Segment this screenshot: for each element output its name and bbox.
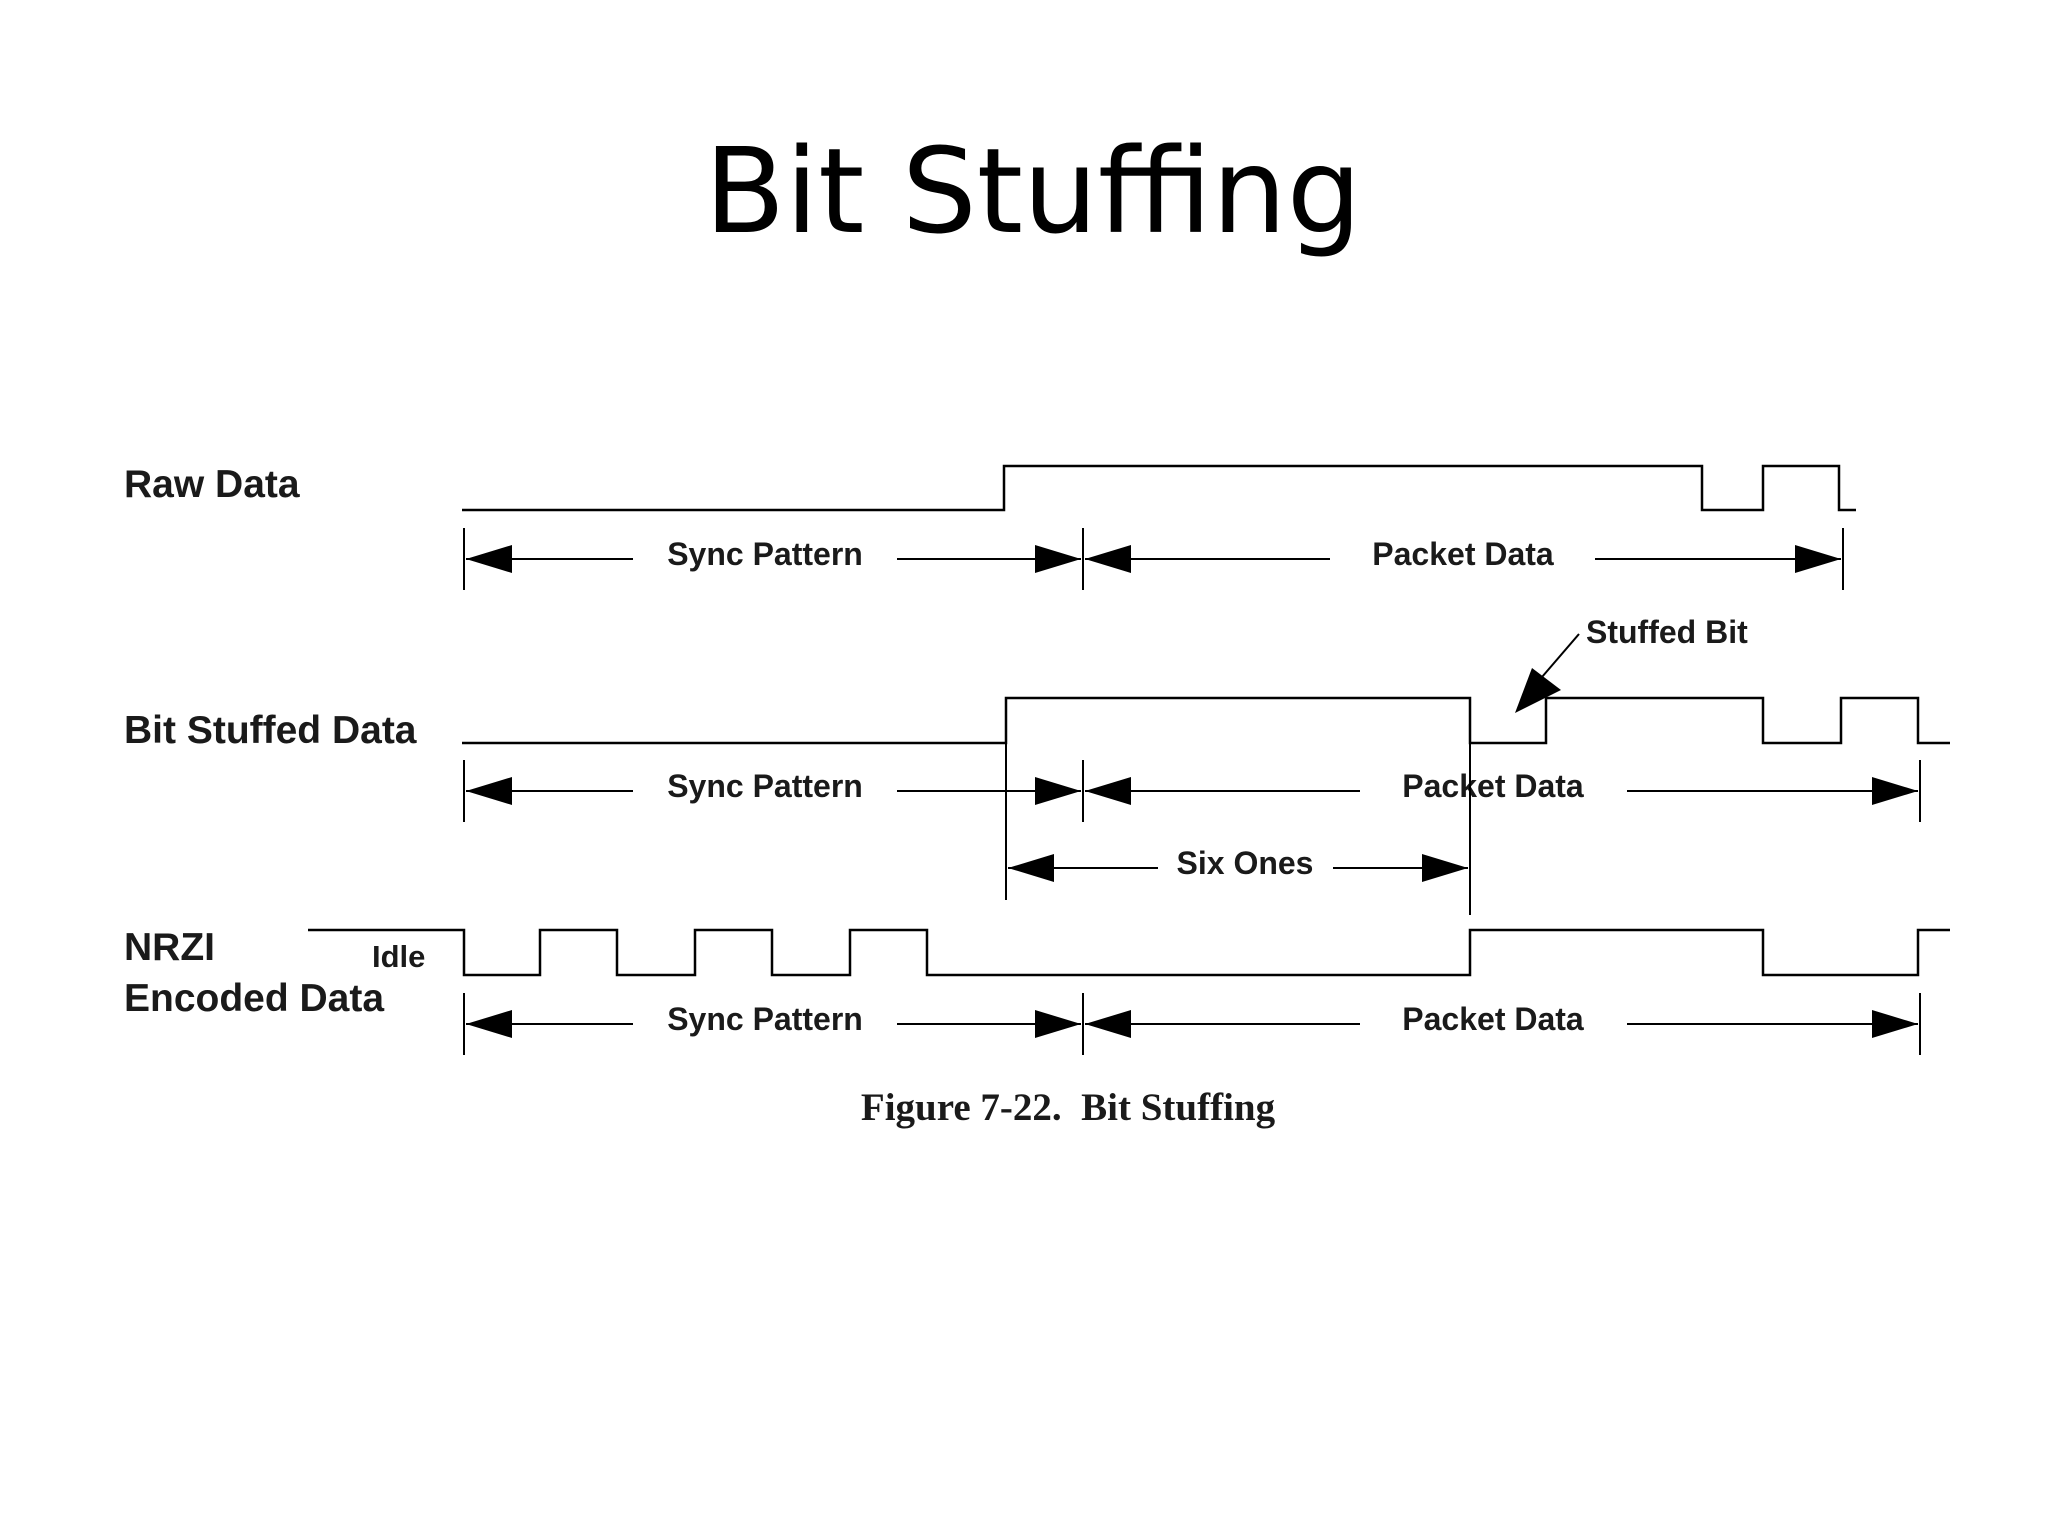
stuffed-sync-pattern-dimension: Sync Pattern — [463, 743, 1084, 900]
raw-packet-data-label: Packet Data — [1372, 536, 1554, 572]
bit-stuffed-data-waveform — [462, 696, 1950, 745]
row-label-raw-data: Raw Data — [124, 463, 300, 506]
stuffed-sync-pattern-label: Sync Pattern — [667, 768, 863, 804]
row-label-bit-stuffed-data: Bit Stuffed Data — [124, 709, 417, 752]
nrzi-sync-pattern-label: Sync Pattern — [667, 1001, 863, 1037]
stuffed-packet-data-dimension: Packet Data — [1085, 760, 1921, 822]
six-ones-dimension: Six Ones — [1008, 743, 1471, 915]
stuffed-bit-annotation: Stuffed Bit — [1515, 614, 1748, 713]
slide-title: Bit Stuffing — [704, 122, 1361, 260]
raw-data-waveform — [462, 464, 1856, 512]
row-label-nrzi: NRZI — [124, 926, 215, 969]
stuffed-packet-data-label: Packet Data — [1402, 768, 1584, 804]
nrzi-packet-data-dimension: Packet Data — [1085, 993, 1921, 1055]
raw-sync-pattern-label: Sync Pattern — [667, 536, 863, 572]
nrzi-sync-pattern-dimension: Sync Pattern — [463, 993, 1084, 1055]
stuffed-bit-label: Stuffed Bit — [1586, 614, 1748, 650]
raw-sync-pattern-dimension: Sync Pattern — [463, 528, 1084, 590]
idle-label: Idle — [372, 939, 425, 974]
nrzi-encoded-data-waveform — [308, 928, 1950, 977]
row-label-encoded-data: Encoded Data — [124, 977, 384, 1020]
nrzi-packet-data-label: Packet Data — [1402, 1001, 1584, 1037]
raw-packet-data-dimension: Packet Data — [1085, 528, 1844, 590]
six-ones-label: Six Ones — [1177, 845, 1314, 881]
figure-caption: Figure 7-22. Bit Stuffing — [861, 1086, 1276, 1129]
